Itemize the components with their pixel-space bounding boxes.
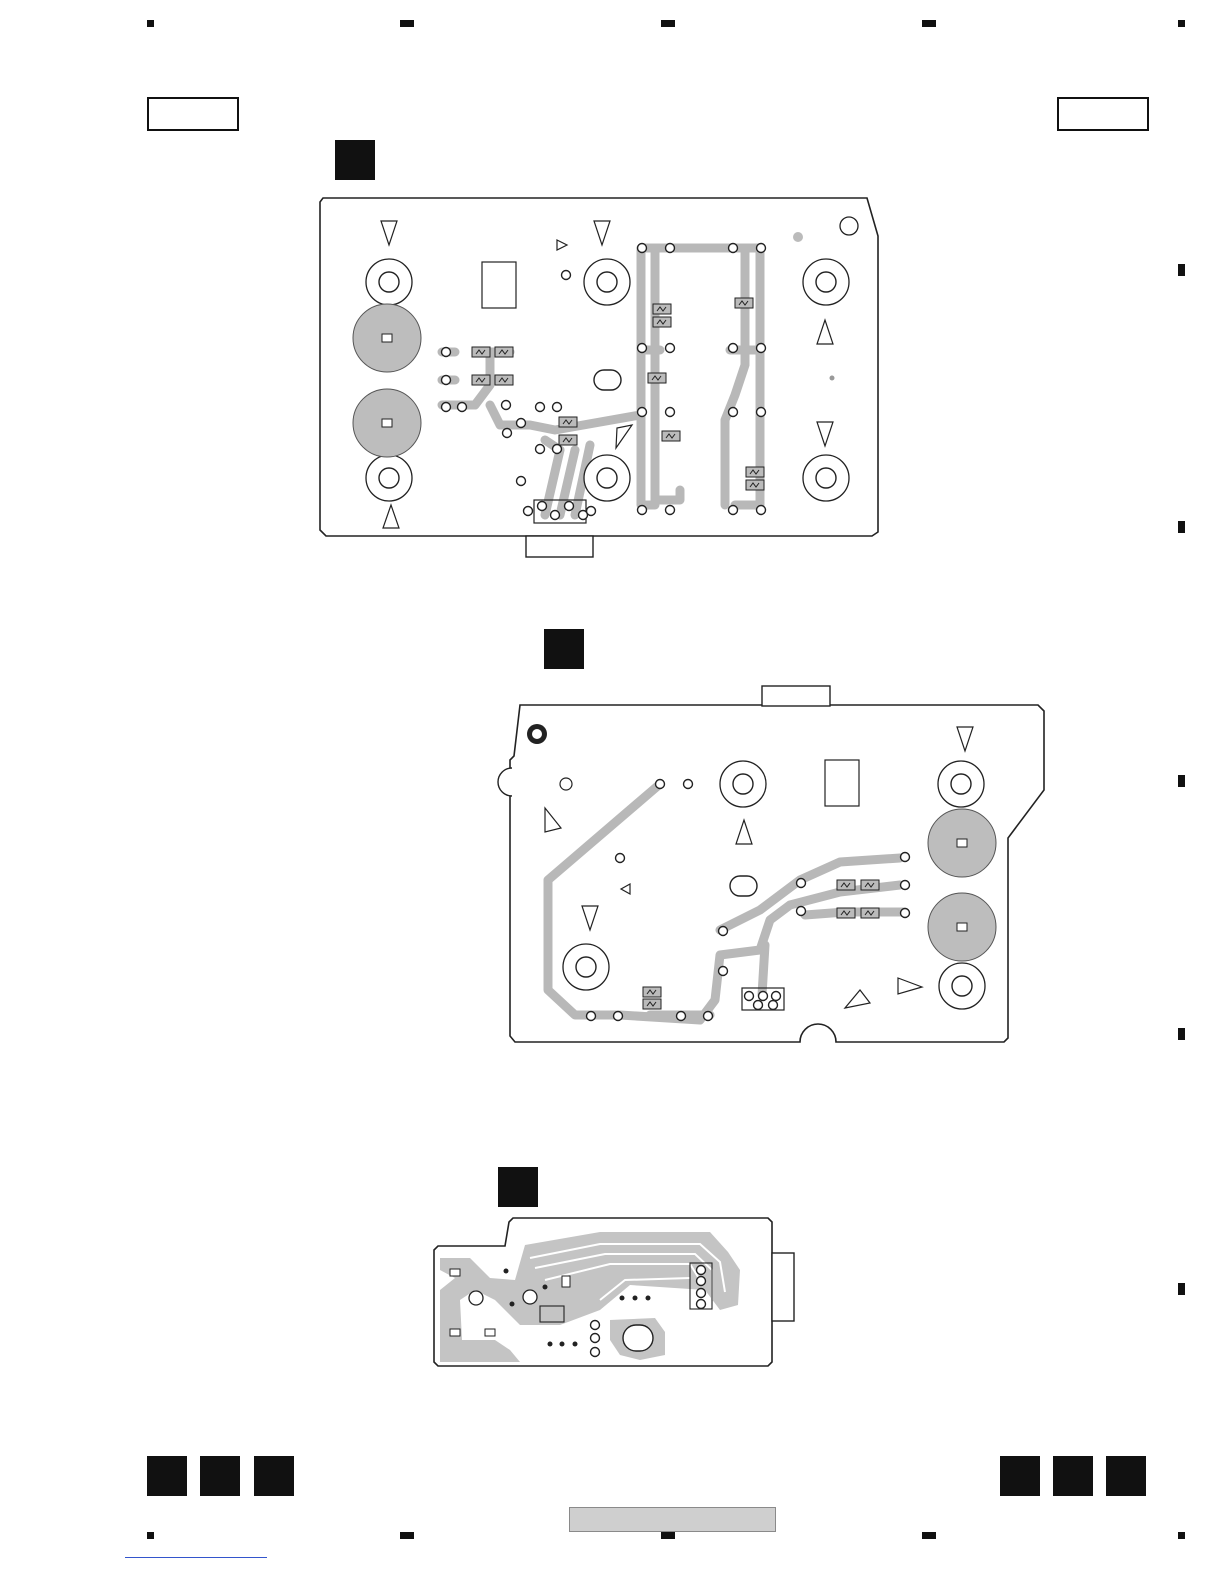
board-3 — [434, 1218, 794, 1366]
footer-right-tab-1 — [1000, 1456, 1040, 1496]
footer-label-bar — [569, 1507, 776, 1532]
footer-right-tab-2 — [1053, 1456, 1093, 1496]
board-3-connector — [772, 1253, 794, 1321]
board-1 — [320, 198, 878, 557]
footer-right-tab-3 — [1106, 1456, 1146, 1496]
board-2-connector — [762, 686, 830, 706]
footer-left-tab-1 — [147, 1456, 187, 1496]
footer-left-tab-2 — [200, 1456, 240, 1496]
board-1-connector — [526, 536, 593, 557]
board-2 — [498, 686, 1044, 1042]
footer-link-underline — [125, 1557, 267, 1558]
footer-left-tab-3 — [254, 1456, 294, 1496]
